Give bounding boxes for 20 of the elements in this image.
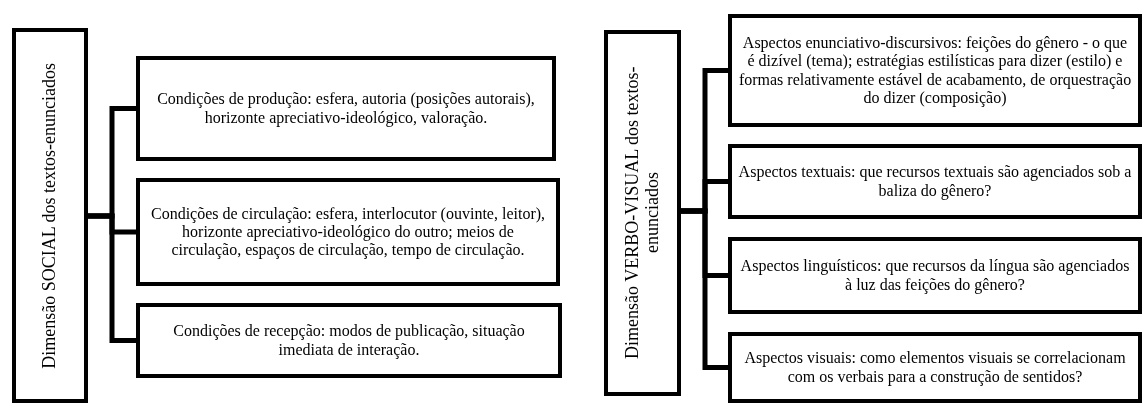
aspect-text: Aspectos textuais: que recursos textuais são agenciados sob a baliza do gênero? [737,163,1133,200]
aspect-box [136,56,556,161]
aspect-box [728,144,1142,219]
connector-line [681,208,728,370]
aspect-text: Aspectos visuais: como elementos visuais se correlacionam com os verbais para a construção de sentidos? [743,349,1127,386]
connector-line [88,213,136,343]
dimension-box [604,30,681,396]
dimension-title: Dimensão SOCIAL dos textos-enunciados [40,61,60,371]
aspect-box [728,14,1142,127]
aspect-text: Aspectos linguísticos: que recursos da língua são agenciados à luz das feições do gênero? [739,257,1131,294]
aspect-box [136,178,560,286]
dimension-title: Dimensão VERBO-VISUAL dos textos-enunciados [622,65,663,362]
aspect-text: Condições de circulação: esfera, interlocutor (ouvinte, leitor), horizonte apreciativo-ideológico do outro; meios de circulação, espaços de circulação, tempo de circulação. [149,204,547,260]
aspect-box [728,332,1142,403]
aspect-box [728,237,1142,314]
dimension-box [12,28,88,403]
aspect-text: Aspectos enunciativo-discursivos: feições do gênero - o que é dizível (tema); estratégias estilísticas para dizer (estilo) e formas relativamente estável de acabamento, de orquestração do dizer (composição) [737,34,1133,107]
aspect-text: Condições de produção: esfera, autoria (posições autorais), horizonte apreciativo-ideológico, valoração. [156,90,536,127]
aspect-text: Condições de recepção: modos de publicação, situação imediata de interação. [172,322,526,359]
aspect-box [136,303,562,378]
